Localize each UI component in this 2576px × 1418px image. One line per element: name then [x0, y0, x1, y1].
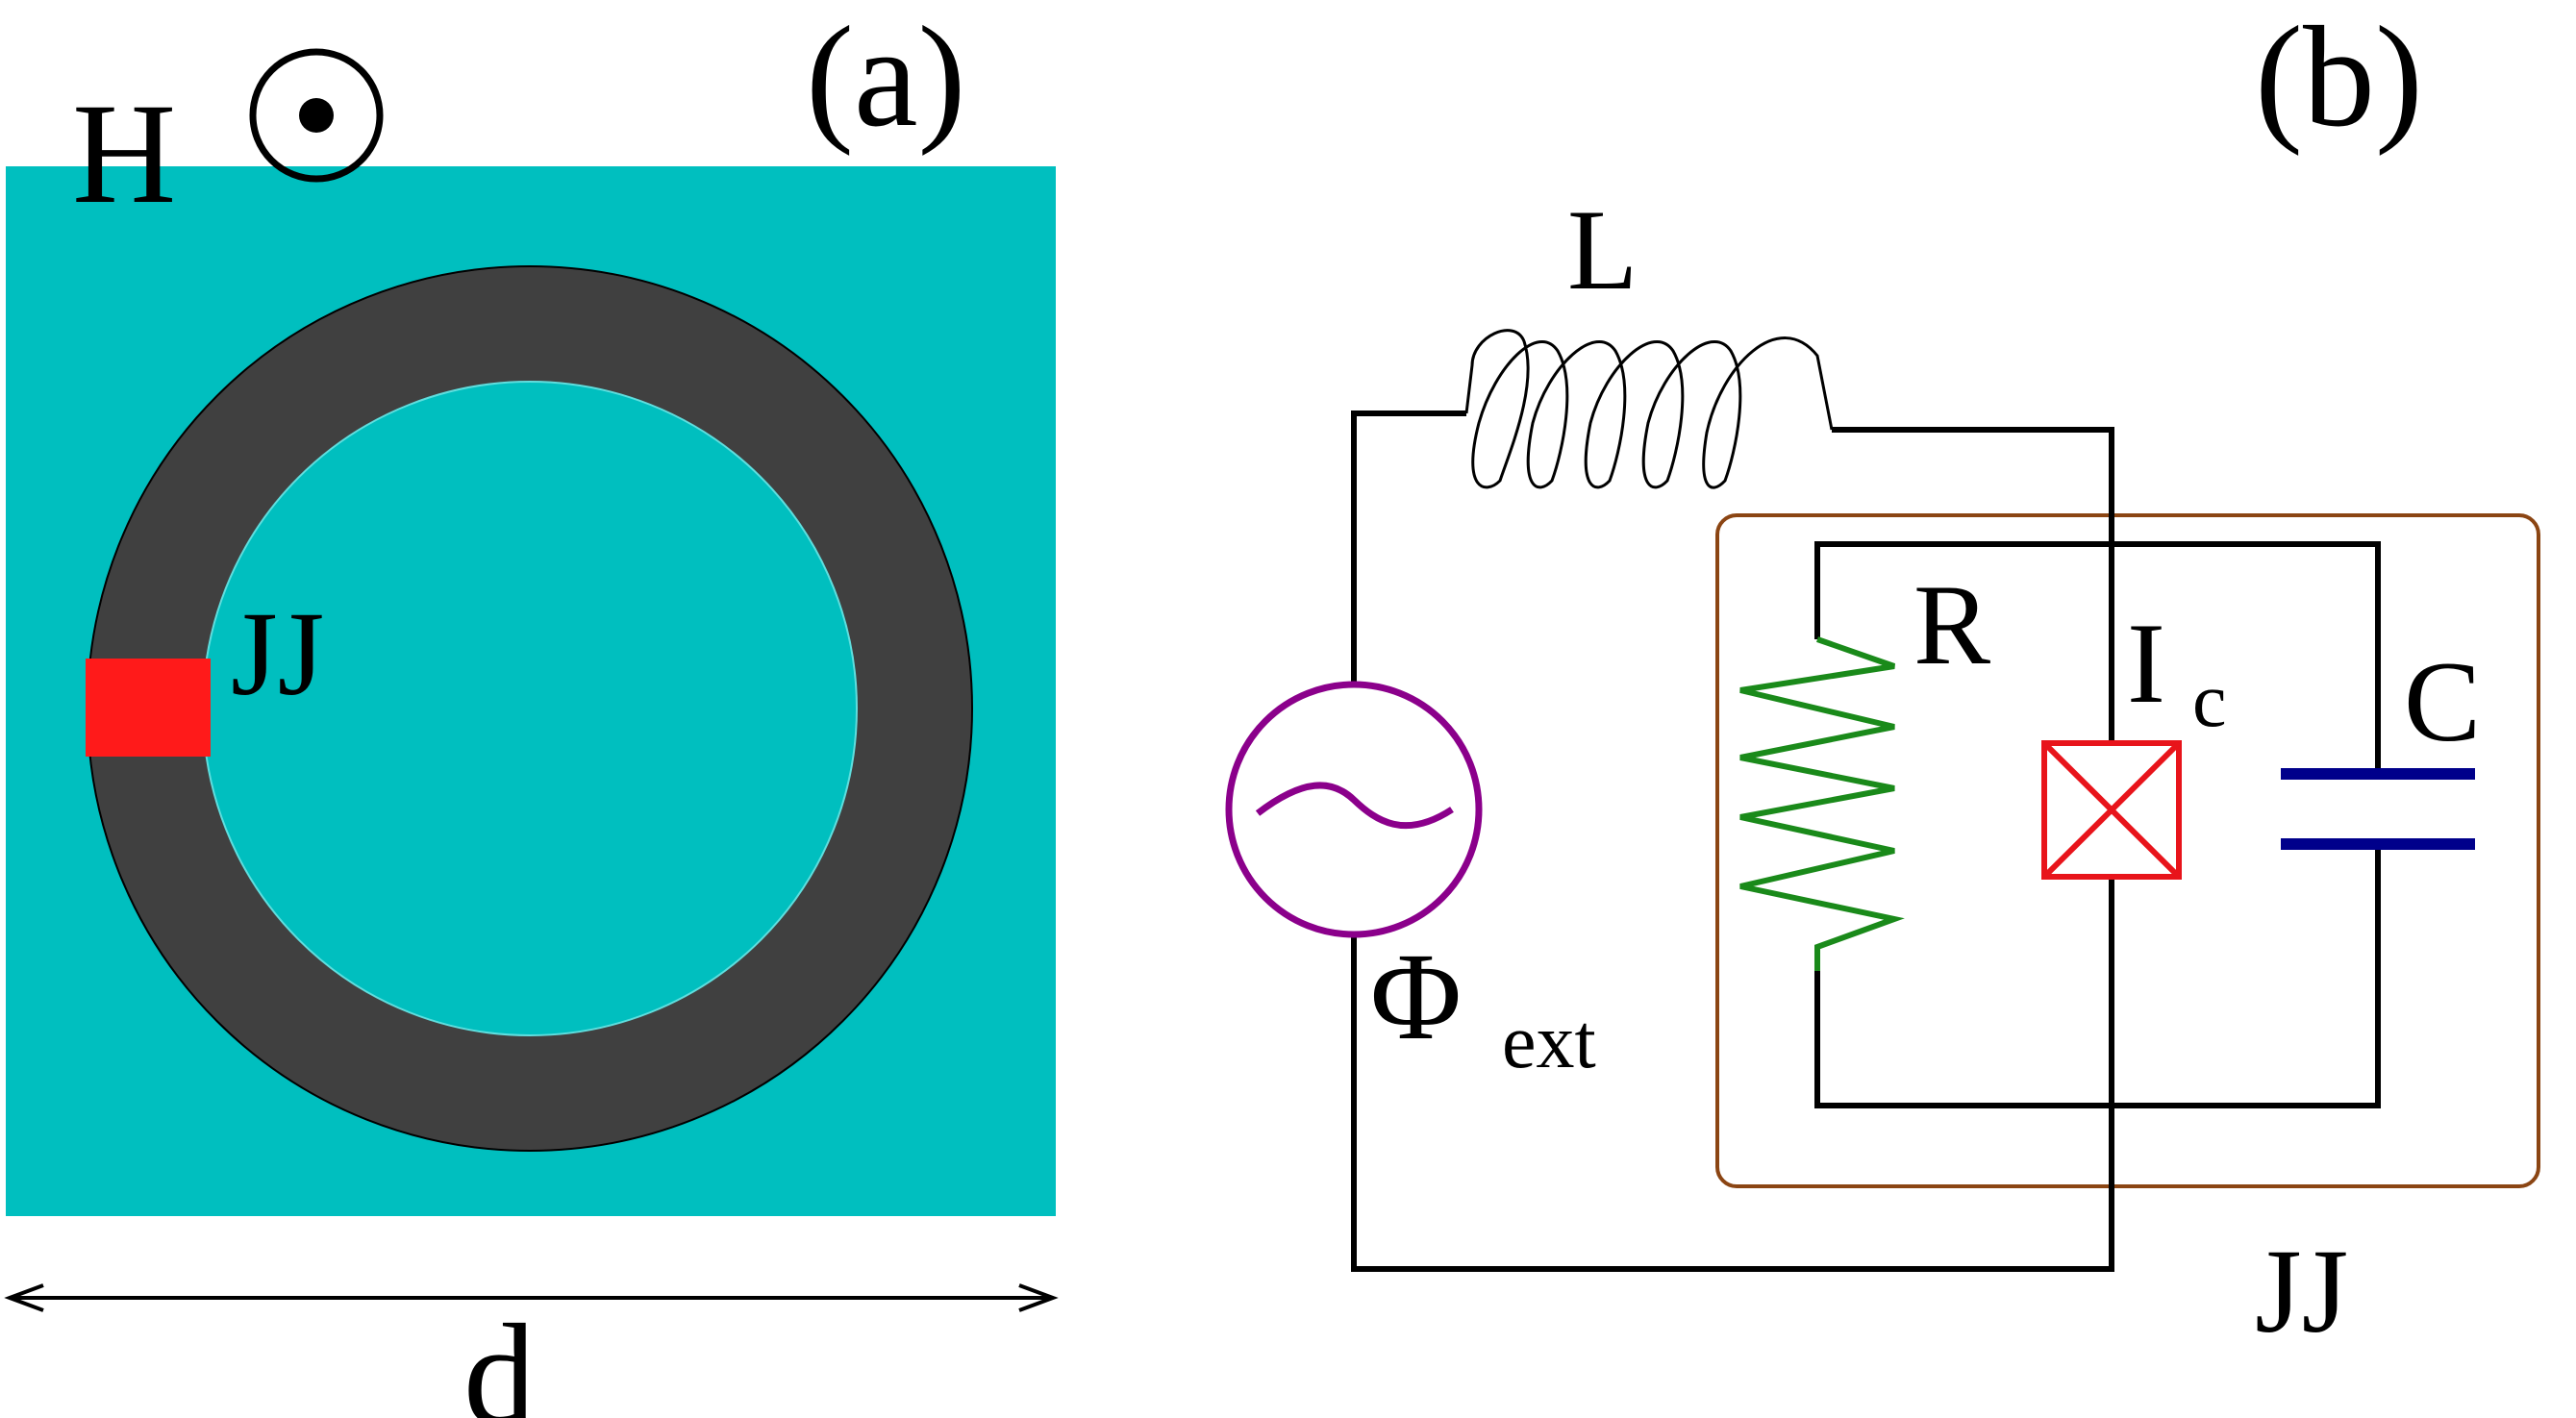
resistor	[1739, 636, 1905, 971]
main-loop-wire	[1351, 410, 2114, 1272]
resistor-label: R	[1913, 560, 1990, 688]
junction-internal-wires	[1814, 541, 2381, 1108]
inductor-label: L	[1567, 186, 1638, 313]
junction-label-b: JJ	[2255, 1226, 2348, 1358]
magnetic-field-label: H	[72, 74, 176, 234]
svg-text:ext: ext	[1502, 1000, 1596, 1084]
out-of-page-icon	[249, 48, 384, 183]
panel-b: (b) L Φ ext R	[1225, 0, 2540, 1358]
inductor-coil	[1464, 329, 1834, 489]
panel-a: (a) H JJ d	[4, 0, 1059, 1418]
svg-text:c: c	[2192, 659, 2227, 743]
ac-source-icon	[1225, 681, 1483, 938]
flux-label: Φ ext	[1370, 928, 1596, 1084]
width-arrow	[4, 1283, 1059, 1312]
capacitor	[2281, 768, 2475, 850]
capacitor-label: C	[2404, 637, 2481, 765]
svg-text:I: I	[2127, 599, 2165, 727]
jj-boundary-box	[1715, 513, 2540, 1188]
josephson-junction-symbol	[2041, 740, 2182, 880]
junction-label-a: JJ	[231, 588, 324, 721]
panel-a-label: (a)	[806, 0, 965, 157]
critical-current-label: I c	[2127, 599, 2227, 743]
width-label: d	[463, 1295, 536, 1418]
josephson-junction-patch	[86, 659, 211, 757]
svg-text:Φ: Φ	[1370, 928, 1462, 1066]
panel-b-label: (b)	[2255, 0, 2423, 157]
